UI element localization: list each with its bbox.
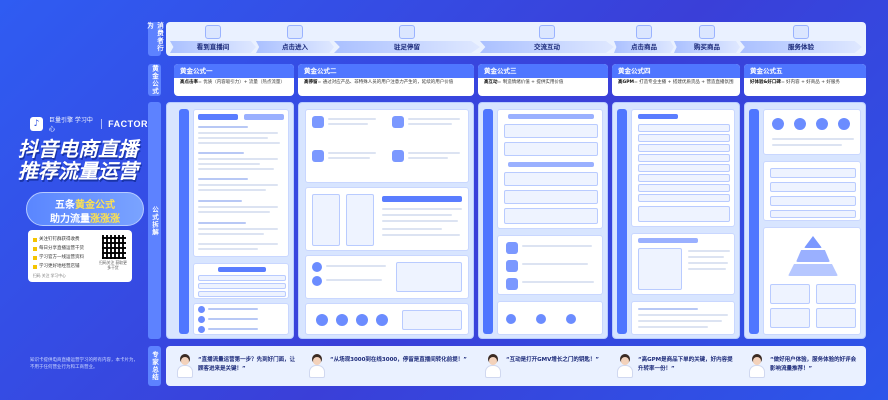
detail-card	[763, 227, 861, 335]
tip-item: “从场观3000到在线3000，停留是直播间转化前提！”	[306, 350, 476, 382]
detail-card	[193, 109, 289, 257]
clock-icon	[399, 25, 415, 39]
benefit-list: 关注钉钉群获得收费 每日分享直播运营干货 学习官方一线运营资料 学习更好地经营店…	[33, 235, 93, 271]
detail-card	[631, 233, 735, 295]
journey-step: 看到直播间	[170, 25, 256, 53]
star-icon	[793, 25, 809, 39]
avatar	[176, 354, 194, 378]
analysis-column-1	[166, 102, 294, 339]
qr-code-icon[interactable]	[102, 235, 126, 259]
page-title-line2: 推荐流量运营	[18, 159, 138, 183]
eye-icon	[205, 25, 221, 39]
detail-card	[631, 109, 735, 227]
subtitle-pill: 五条黄金公式 助力流量涨涨涨	[26, 192, 144, 226]
formula-card: 黄金公式五 好体验&好口碑= 好内容 + 好商品 + 好服务	[744, 64, 866, 96]
formula-title: 黄金公式五	[744, 64, 866, 78]
formula-card: 黄金公式三 高互动= 制造情绪价值 + 提供实用价值	[478, 64, 608, 96]
tip-item: “高GPM是商品下单的关键，好内容提升转率一份！”	[614, 350, 740, 382]
formula-card: 黄金公式四 高GPM= 打造专业主播 + 搭建优质货品 + 营造直播氛围	[612, 64, 740, 96]
formula-title: 黄金公式三	[478, 64, 608, 78]
detail-card	[763, 109, 861, 155]
tip-item: “做好用户体验，服务体验的好评会影响流量推荐！”	[746, 350, 862, 382]
benefit-item: 每日分享直播运营干货	[33, 244, 93, 253]
qr-footer: 扫码 关注 学习中心	[33, 273, 66, 278]
subtitle-line1: 五条黄金公式	[55, 200, 115, 211]
pointer-icon	[287, 25, 303, 39]
journey-step: 点击进入	[256, 25, 334, 53]
detail-card	[305, 255, 469, 299]
journey-step: 点击商品	[614, 25, 674, 53]
benefit-item: 学习更好地经营店铺	[33, 262, 93, 271]
expert-tips: “直播流量运营第一步？先到好门面，让顾客进来是关键！” “从场观3000到在线3…	[166, 346, 866, 386]
brand-divider	[101, 119, 103, 129]
detail-card	[497, 301, 603, 335]
brand-right: FACTOR	[108, 119, 148, 129]
footnote: 知识卡提供电商直播运营学习的所有内容，本卡片为，不用于任何营业行为和工商营业。	[30, 358, 138, 370]
page-title-line1: 抖音电商直播	[18, 137, 138, 161]
formula-title: 黄金公式四	[612, 64, 740, 78]
formula-card: 黄金公式一 高点击率= 优质（内容吸引力）+ 流量（热点流量）	[174, 64, 294, 96]
cart-icon	[699, 25, 715, 39]
subtitle-line2: 助力流量涨涨涨	[50, 214, 120, 225]
side-label-analysis: 公式拆解	[148, 102, 161, 339]
journey-step: 服务体验	[740, 25, 862, 53]
tip-item: “互动是打开GMV增长之门的钥匙！”	[482, 350, 608, 382]
avatar	[616, 354, 634, 378]
list-card	[193, 303, 289, 335]
detail-card	[305, 109, 469, 183]
analysis-column-2	[298, 102, 474, 339]
table-card	[193, 263, 289, 299]
analysis-column-3	[478, 102, 608, 339]
brand-left: 巨量引擎 学习中心	[48, 117, 93, 133]
qr-card: 关注钉钉群获得收费 每日分享直播运营干货 学习官方一线运营资料 学习更好地经营店…	[28, 230, 132, 282]
formula-card: 黄金公式二 高停留= 通过对应产品、非特殊人员的用户注意力产生的，延续的用户价值	[298, 64, 474, 96]
journey-step: 购买商品	[674, 25, 740, 53]
brand-row: ♪ 巨量引擎 学习中心 FACTOR	[30, 115, 148, 133]
detail-card	[497, 235, 603, 295]
benefit-item: 学习官方一线运营资料	[33, 253, 93, 262]
consumer-journey: 看到直播间 点击进入 驻足停留 交流互动 点击商品 购买商品 服务体验	[166, 22, 866, 56]
benefit-item: 关注钉钉群获得收费	[33, 235, 93, 244]
avatar	[308, 354, 326, 378]
left-panel: ♪ 巨量引擎 学习中心 FACTOR 抖音电商直播 推荐流量运营 五条黄金公式 …	[0, 0, 148, 400]
detail-card	[763, 161, 861, 221]
side-label-formula: 黄金公式	[148, 64, 161, 96]
journey-step: 驻足停留	[334, 25, 480, 53]
detail-card	[305, 187, 469, 251]
detail-card	[497, 109, 603, 229]
side-label-tips: 专家总结	[148, 346, 161, 386]
chat-icon	[539, 25, 555, 39]
analysis-column-4	[612, 102, 740, 339]
tip-item: “直播流量运营第一步？先到好门面，让顾客进来是关键！”	[174, 350, 302, 382]
formula-title: 黄金公式一	[174, 64, 294, 78]
side-label-journey: 消费者行为	[146, 22, 164, 56]
journey-step: 交流互动	[480, 25, 614, 53]
analysis-column-5	[744, 102, 866, 339]
qr-caption: 扫码关注 获取更多干货	[99, 260, 127, 270]
detail-card	[305, 303, 469, 335]
douyin-logo-icon: ♪	[30, 117, 43, 131]
bag-icon	[636, 25, 652, 39]
formula-title: 黄金公式二	[298, 64, 474, 78]
avatar	[484, 354, 502, 378]
detail-card	[631, 301, 735, 335]
avatar	[748, 354, 766, 378]
